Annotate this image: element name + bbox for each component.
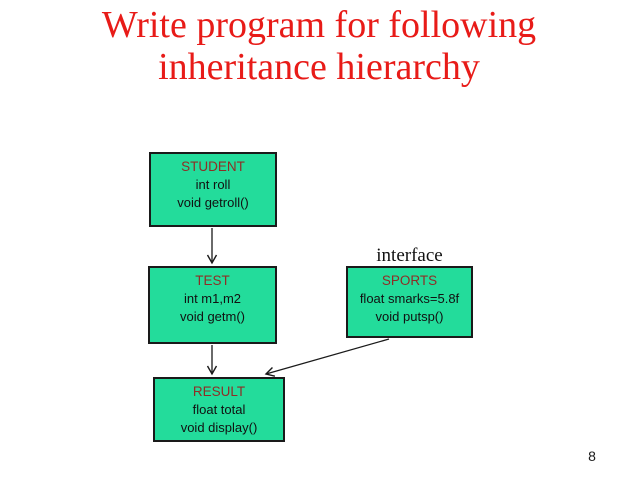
class-member: void getroll(): [177, 195, 249, 210]
slide-title-line2: inheritance hierarchy: [158, 46, 480, 88]
slide-title: Write program for following inheritance …: [0, 4, 638, 88]
class-box-title: RESULT: [192, 384, 246, 399]
class-box-student: STUDENT int roll void getroll(): [149, 152, 277, 227]
class-box-result: RESULT float total void display(): [153, 377, 285, 442]
interface-label: interface: [376, 245, 443, 266]
class-member: void getm(): [179, 309, 246, 324]
class-box-title: TEST: [195, 273, 230, 288]
class-member: float total: [192, 402, 246, 417]
slide-title-line1: Write program for following: [101, 4, 537, 46]
class-box-sports: SPORTS float smarks=5.8f void putsp(): [346, 266, 473, 338]
class-member: void display(): [180, 420, 258, 435]
class-box-title: SPORTS: [381, 273, 438, 288]
class-member: int m1,m2: [183, 291, 242, 306]
class-member: float smarks=5.8f: [359, 291, 460, 306]
class-box-test: TEST int m1,m2 void getm(): [148, 266, 277, 344]
page-number: 8: [588, 448, 596, 464]
class-member: void putsp(): [375, 309, 444, 324]
class-box-title: STUDENT: [181, 159, 245, 174]
arrow-sports-to-result: [264, 338, 390, 377]
class-member: int roll: [195, 177, 231, 192]
